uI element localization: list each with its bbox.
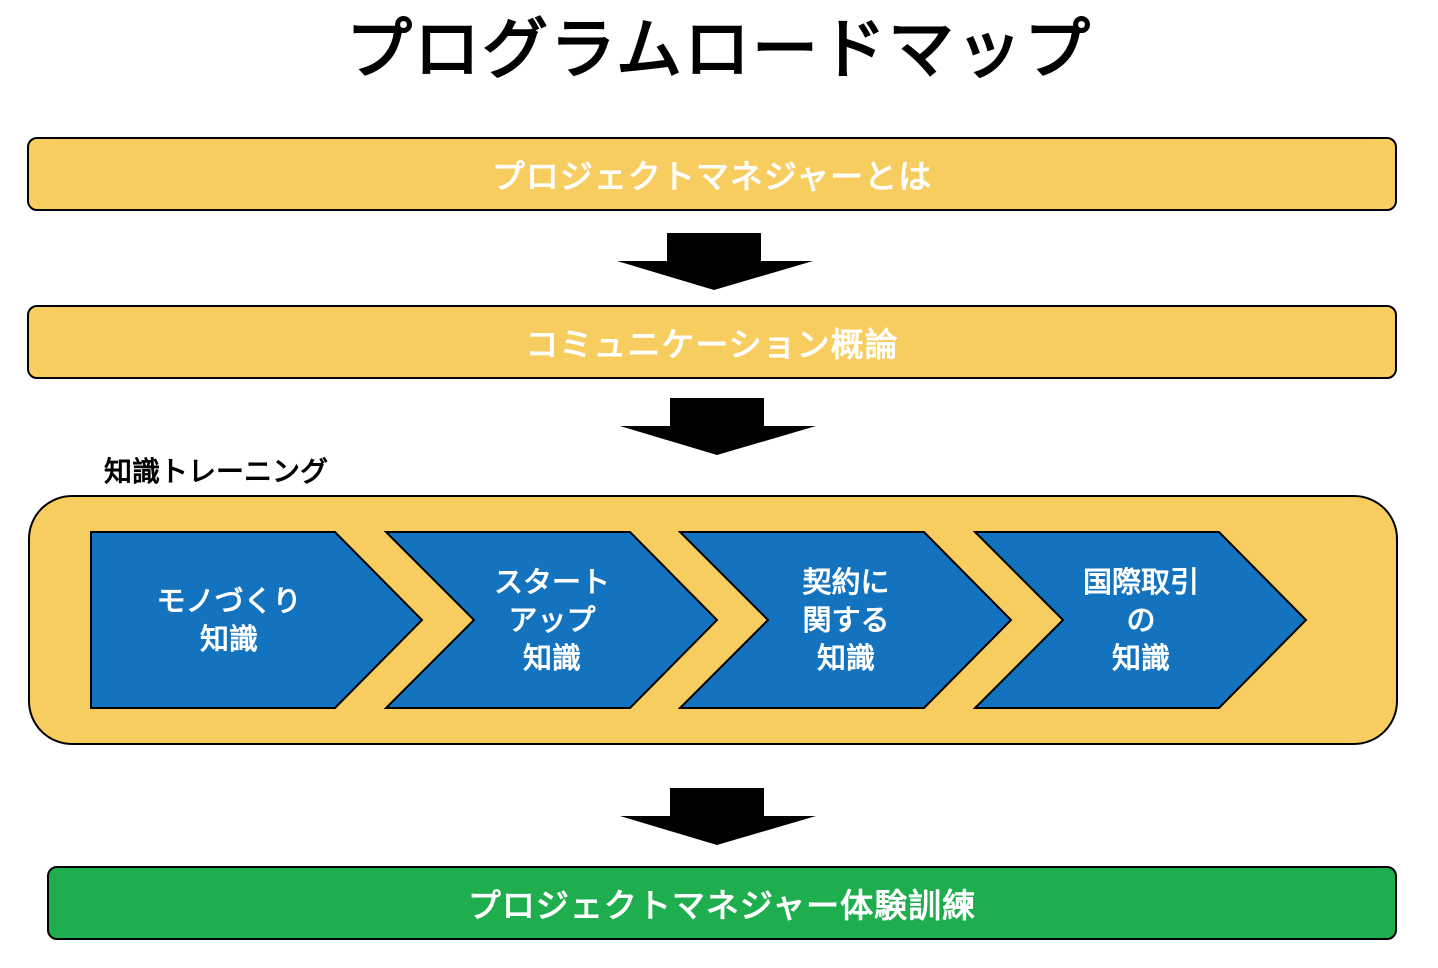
step-box-communication: コミュニケーション概論	[27, 305, 1397, 379]
down-arrow-icon	[620, 788, 816, 845]
training-step-label: 国際取引 の 知識	[1082, 565, 1199, 675]
training-step-international-trade: 国際取引 の 知識	[973, 530, 1309, 710]
training-step-label: 契約に 関する 知識	[802, 565, 890, 675]
training-section-label: 知識トレーニング	[104, 455, 329, 488]
chevron-shape	[90, 531, 424, 709]
step-label: プロジェクトマネジャー体験訓練	[467, 886, 977, 925]
chevron-shape	[384, 531, 719, 709]
step-label: コミュニケーション概論	[525, 325, 899, 364]
training-step-monozukuri: モノづくり 知識	[89, 530, 425, 710]
step-box-pm-experience-training: プロジェクトマネジャー体験訓練	[47, 866, 1397, 940]
chevron-shape	[678, 531, 1013, 709]
step-box-project-manager: プロジェクトマネジャーとは	[27, 137, 1397, 211]
training-step-label: モノづくり 知識	[156, 584, 302, 656]
step-label: プロジェクトマネジャーとは	[491, 157, 933, 196]
training-step-label: スタート アップ 知識	[493, 565, 610, 675]
down-arrow-icon	[617, 233, 813, 290]
page-title: プログラムロードマップ	[345, 11, 1093, 88]
training-step-startup: スタート アップ 知識	[384, 530, 720, 710]
chevron-shape	[973, 531, 1308, 709]
training-step-contract: 契約に 関する 知識	[678, 530, 1014, 710]
down-arrow-icon	[620, 398, 816, 455]
